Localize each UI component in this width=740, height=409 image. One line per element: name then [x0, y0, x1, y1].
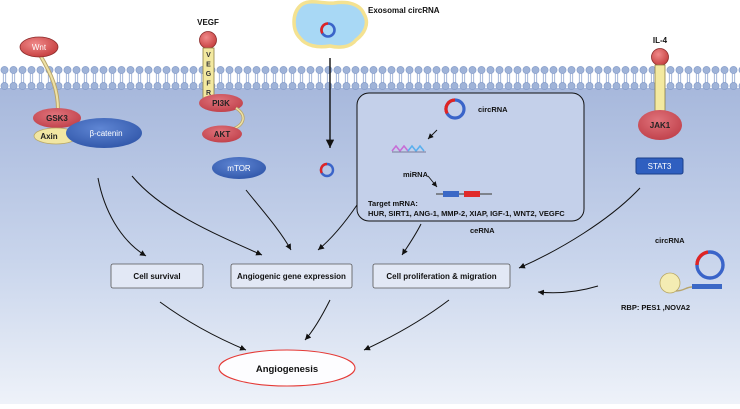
- vegfr-letter: G: [206, 71, 212, 78]
- angiogenic-gene-expression-box: [230, 263, 353, 289]
- vegfr-letter: E: [206, 62, 211, 69]
- arrow-cerna-angiogenic: [317, 204, 358, 251]
- cell-proliferation-label: Cell proliferation & migration: [386, 272, 496, 281]
- target-mrna-list: HUR, SIRT1, ANG-1, MMP-2, XIAP, IGF-1, W…: [368, 209, 565, 218]
- arrow-proliferation-angiogenesis: [363, 299, 450, 351]
- vegf-label: VEGF: [197, 18, 219, 27]
- cerna-box: circRNA miRNA Target mRNA: HUR, SIRT1, A…: [356, 92, 585, 235]
- angiogenesis-oval: [218, 349, 356, 387]
- arrow-wnt-survival: [97, 177, 147, 257]
- arrow-wnt-angiogenic: [131, 175, 263, 256]
- arrow-stat3-proliferation: [518, 187, 641, 269]
- rbp-bound-rna-icon: [692, 284, 722, 289]
- il4-ligand: [651, 48, 669, 66]
- exosome: Exosomal circRNA: [292, 0, 440, 178]
- vegfr-letter: F: [206, 81, 211, 88]
- il4-pathway: IL-4 JAK1 STAT3: [635, 36, 684, 175]
- il4-receptor: [654, 64, 666, 118]
- axin-label: Axin: [40, 132, 57, 141]
- rbp-label: RBP: PES1 ,NOVA2: [621, 303, 690, 312]
- jak1-label: JAK1: [650, 121, 671, 130]
- exosome-label: Exosomal circRNA: [368, 6, 440, 15]
- pathway-arrows: [97, 175, 641, 351]
- outcomes: Cell survival Angiogenic gene expression…: [110, 263, 511, 387]
- cerna-label: ceRNA: [470, 226, 495, 235]
- vegf-ligand: [199, 31, 217, 49]
- cell-membrane: [0, 66, 740, 90]
- cerna-panel: [356, 92, 585, 222]
- angiogenic-gene-expression-label: Angiogenic gene expression: [237, 272, 346, 281]
- rbp-circrna-label: circRNA: [655, 236, 685, 245]
- akt-label: AKT: [214, 130, 231, 139]
- target-mrna-icon: [436, 191, 492, 197]
- mtor-label: mTOR: [227, 164, 251, 173]
- arrow-rbp-proliferation: [537, 285, 599, 296]
- akt-protein: [202, 125, 242, 143]
- pi3k-label: PI3K: [212, 99, 230, 108]
- jak1-protein: [638, 110, 682, 140]
- mirna-icon: [391, 144, 426, 153]
- mirna-label: miRNA: [403, 170, 429, 179]
- gsk3-protein: [33, 108, 81, 128]
- cell-survival-label: Cell survival: [133, 272, 180, 281]
- wnt-label: Wnt: [32, 43, 47, 52]
- arrow-survival-angiogenesis: [159, 301, 247, 351]
- target-mrna-title: Target mRNA:: [368, 199, 418, 208]
- stat3-label: STAT3: [648, 162, 672, 171]
- cerna-circrna-label: circRNA: [478, 105, 508, 114]
- wnt-pathway: Wnt GSK3 Axin β-catenin: [19, 36, 142, 148]
- cell-proliferation-box: [372, 263, 511, 289]
- stat3-protein: [635, 157, 684, 175]
- rbp-protein-icon: [659, 272, 681, 294]
- vegfr-letter: V: [206, 52, 211, 59]
- beta-catenin-label: β-catenin: [89, 129, 122, 138]
- beta-catenin-protein: [66, 118, 142, 148]
- gsk3-label: GSK3: [46, 114, 68, 123]
- pi3k-protein: [199, 94, 243, 112]
- vegfr-letter: R: [206, 90, 211, 97]
- il4-label: IL-4: [653, 36, 668, 45]
- angiogenesis-label: Angiogenesis: [256, 364, 318, 375]
- arrow-mtor-angiogenic: [245, 189, 292, 251]
- rbp-group: circRNA RBP: PES1 ,NOVA2: [621, 236, 725, 312]
- vegf-pathway: VEGF V E G F R PI3K AKT mTOR: [197, 18, 266, 179]
- arrow-angiogenic-angiogenesis: [304, 299, 331, 341]
- mtor-protein: [212, 157, 266, 179]
- arrow-cerna-proliferation: [401, 223, 422, 256]
- wnt-ligand: [19, 36, 59, 58]
- cell-survival-box: [110, 263, 204, 289]
